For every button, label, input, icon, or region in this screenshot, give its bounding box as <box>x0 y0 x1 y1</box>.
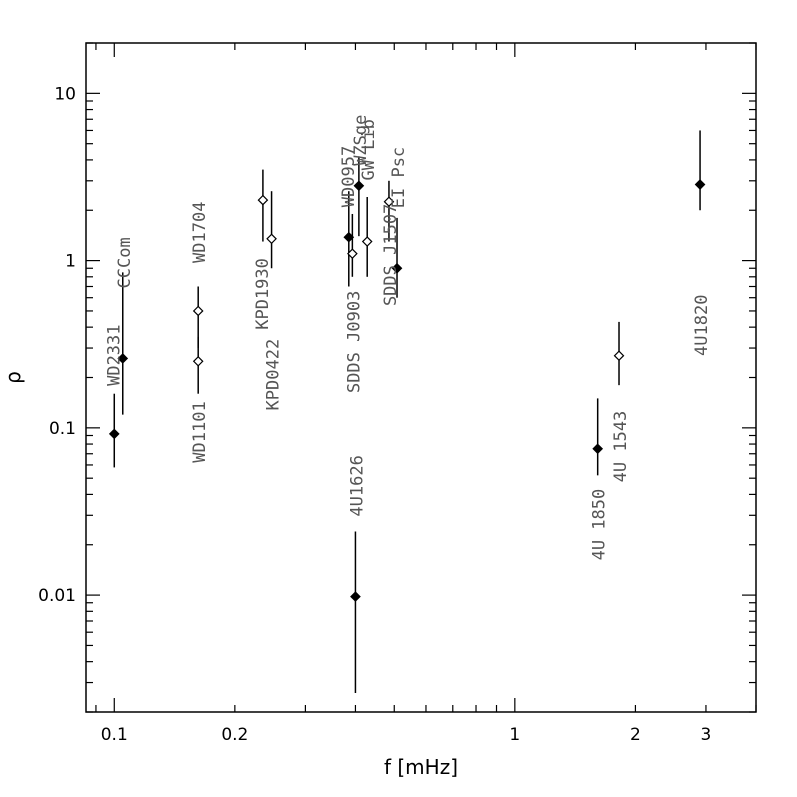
y-tick-label: 1 <box>65 252 76 272</box>
y-axis-label: ρ <box>1 371 25 384</box>
filled-diamond-marker <box>350 591 361 602</box>
plot-frame <box>85 42 757 713</box>
data-point <box>347 213 358 277</box>
data-point <box>117 272 129 415</box>
point-label: GW Lib <box>359 119 379 180</box>
x-tick-label: 1 <box>509 725 520 745</box>
point-label: WD1101 <box>190 401 210 462</box>
data-point <box>613 321 625 386</box>
open-diamond-marker <box>257 194 269 206</box>
x-tick-label: 0.1 <box>101 725 128 745</box>
point-label: 4U1820 <box>692 295 712 356</box>
open-diamond-marker <box>192 355 204 367</box>
data-point <box>391 217 403 298</box>
data-point <box>361 197 373 277</box>
point-label: KPD1930 <box>253 258 273 330</box>
data-point <box>383 180 395 242</box>
data-point <box>592 398 604 476</box>
x-tick-label: 3 <box>701 725 712 745</box>
y-tick-label: 0.1 <box>49 419 76 439</box>
point-label: SDDS J0903 <box>344 291 364 393</box>
data-point <box>353 156 365 237</box>
point-label: CCCom <box>115 237 135 288</box>
open-diamond-marker <box>361 236 373 247</box>
ticks-layer: 0.1 0.2 1 2 3 0.01 0.1 1 10 <box>38 42 757 745</box>
x-tick-label: 0.2 <box>221 725 248 745</box>
y-tick-label: 0.01 <box>38 586 76 606</box>
filled-diamond-marker <box>108 428 120 440</box>
x-axis-label: f [mHz] <box>384 755 458 779</box>
point-label: SDDS J1507 <box>381 204 401 306</box>
data-point <box>192 336 204 394</box>
filled-diamond-marker <box>694 179 706 190</box>
open-diamond-marker <box>192 305 204 317</box>
x-tick-label: 2 <box>630 725 641 745</box>
y-tick-label: 10 <box>54 84 76 104</box>
data-point <box>694 130 706 211</box>
open-diamond-marker <box>613 350 625 362</box>
filled-diamond-marker <box>353 180 365 192</box>
point-label: WD0957 <box>339 146 359 207</box>
point-label: KPD0422 <box>264 339 284 411</box>
filled-diamond-marker <box>117 353 129 364</box>
point-label: 4U 1543 <box>611 411 631 483</box>
point-label: EI Psc <box>389 147 409 208</box>
point-label: WD2331 <box>104 324 124 385</box>
data-point <box>266 191 277 269</box>
filled-diamond-marker <box>592 443 604 455</box>
filled-diamond-marker <box>391 262 403 274</box>
open-diamond-marker <box>347 248 358 260</box>
point-label: WD1704 <box>190 202 210 263</box>
data-point <box>350 531 361 693</box>
data-point <box>257 169 269 242</box>
data-point <box>108 393 120 468</box>
open-diamond-marker <box>266 233 277 245</box>
point-label: 4U1626 <box>347 455 367 516</box>
point-label: 4U 1850 <box>590 489 610 561</box>
point-label: WZSge <box>351 115 371 166</box>
open-diamond-marker <box>383 196 395 208</box>
points-layer <box>108 130 706 693</box>
